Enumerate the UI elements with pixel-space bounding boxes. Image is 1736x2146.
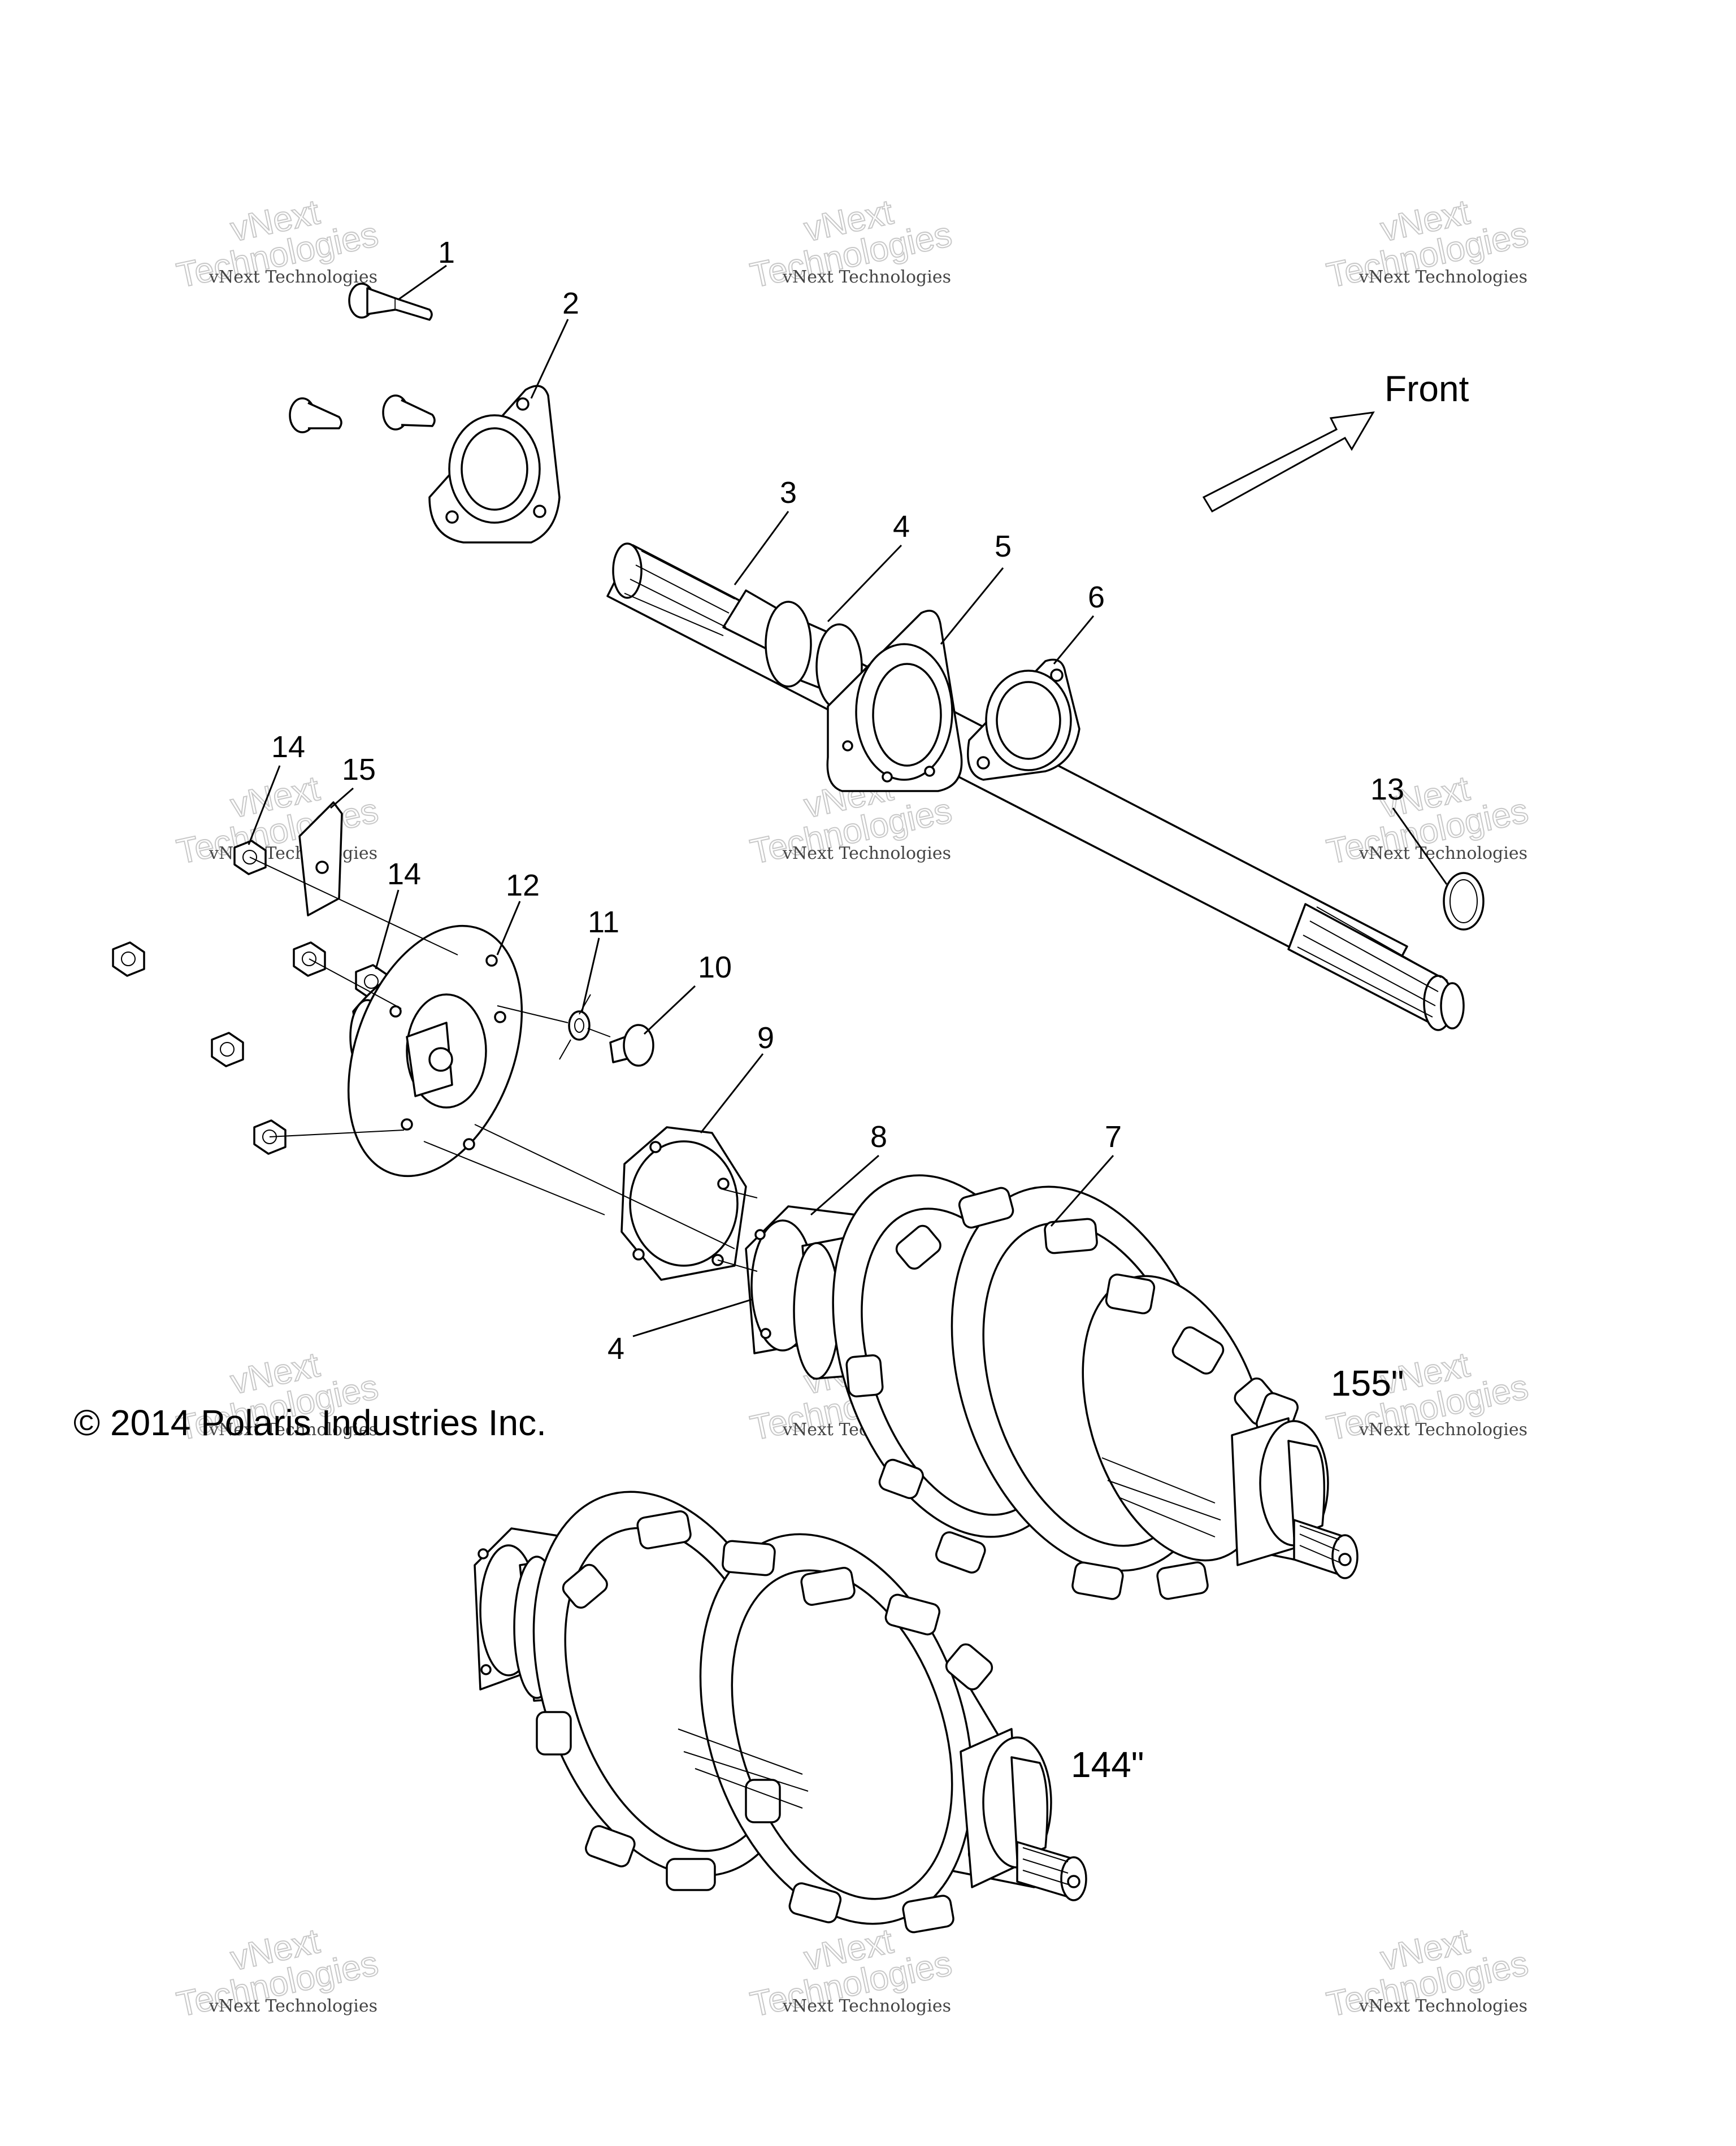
svg-text:vNext Technologies: vNext Technologies [209,267,377,287]
callout-14: 14 [271,730,305,764]
callout-10: 10 [698,950,732,984]
drive-sprocket-144 [474,1491,1087,1934]
watermark: Technologies vNext vNext Technologies [747,1921,956,2025]
callout-15: 15 [342,753,376,787]
callout-9: 9 [757,1021,774,1055]
nut [112,941,145,977]
part-7-drive-sprocket-155 [793,1174,1359,1600]
watermark: Technologies vNext vNext Technologies [1323,192,1532,296]
callout-4: 4 [893,510,910,544]
part-2-flange [428,385,561,544]
svg-text:vNext Technologies: vNext Technologies [1359,267,1527,287]
callout-5: 5 [995,529,1012,563]
part-12-hub [347,924,523,1178]
nut [211,1032,244,1067]
callout-1: 1 [438,236,455,270]
leader-lines [248,264,1448,1337]
callout-8: 8 [870,1120,887,1154]
variant-155-label: 155" [1331,1363,1404,1404]
svg-text:vNext Technologies: vNext Technologies [209,1996,377,2016]
part-3-drive-shaft [606,542,1465,1031]
part-13-snap-ring [1443,872,1485,931]
watermark: Technologies vNext vNext Technologies [173,1921,382,2025]
svg-text:vNext Technologies: vNext Technologies [1359,844,1527,863]
svg-text:vNext Technologies: vNext Technologies [1359,1996,1527,2016]
callout-11: 11 [588,905,619,939]
callout-6: 6 [1088,580,1105,614]
svg-text:vNext Technologies: vNext Technologies [782,1996,951,2016]
callout-12: 12 [506,868,540,902]
callout-2: 2 [562,286,579,320]
svg-text:vNext Technologies: vNext Technologies [209,1420,377,1440]
watermark: Technologies vNext vNext Technologies [747,192,956,296]
callout-3: 3 [780,476,797,510]
svg-text:vNext Technologies: vNext Technologies [782,267,951,287]
svg-text:vNext Technologies: vNext Technologies [782,844,951,863]
callouts: 1 2 3 4 5 6 13 14 15 14 12 11 10 9 8 7 4 [271,236,1404,1366]
callout-14-lower: 14 [387,857,421,891]
part-9-gasket-plate [620,1126,747,1281]
part-10-rivet [609,1024,654,1067]
part-5-bearing-flange [826,610,963,792]
part-6-flange [967,658,1080,781]
watermark: Technologies vNext vNext Technologies [1323,1921,1532,2025]
front-label: Front [1385,368,1469,409]
callout-13: 13 [1370,772,1404,806]
part-1-bolt [289,283,436,433]
part-15-bracket [298,801,343,916]
copyright-text: © 2014 Polaris Industries Inc. [73,1402,546,1443]
callout-7: 7 [1105,1120,1122,1154]
variant-144-label: 144" [1071,1744,1144,1785]
svg-text:vNext Technologies: vNext Technologies [1359,1420,1527,1440]
part-11-washer [568,1010,591,1041]
callout-4-lower: 4 [607,1332,624,1366]
front-arrow-icon [1202,411,1375,513]
watermarks: Technologies vNext vNext Technologies Te… [173,192,1532,2025]
watermark: Technologies vNext vNext Technologies [173,192,382,296]
